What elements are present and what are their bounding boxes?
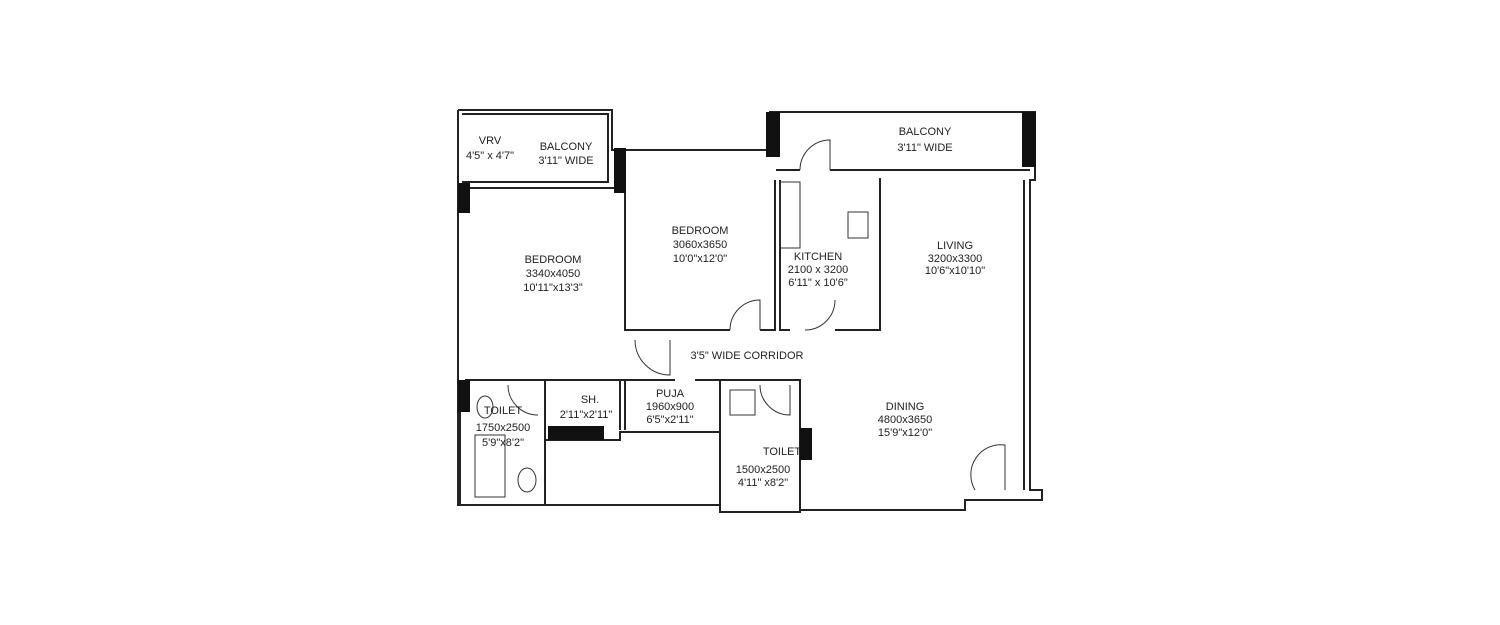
toilet-1-label: TOILET: [484, 405, 523, 417]
living-label: LIVING: [937, 240, 973, 252]
balcony-left-size: 3'11" WIDE: [538, 155, 593, 167]
dining-metric: 4800x3650: [878, 414, 932, 426]
toilet-2-label: TOILET: [763, 446, 802, 458]
corridor-label: 3'5" WIDE CORRIDOR: [691, 350, 804, 362]
columns: [458, 112, 1036, 460]
balcony-left-label: BALCONY: [540, 141, 593, 153]
kitchen-metric: 2100 x 3200: [788, 264, 849, 276]
vrv-label: VRV: [479, 135, 502, 147]
shower-label: SH.: [581, 394, 599, 406]
toilet-1-imperial: 5'9"x8'2": [482, 437, 524, 449]
puja-metric: 1960x900: [646, 401, 694, 413]
bedroom-2-metric: 3060x3650: [673, 239, 727, 251]
kitchen-imperial: 6'11" x 10'6": [788, 277, 848, 289]
bedroom-2-imperial: 10'0"x12'0": [673, 253, 727, 265]
walls: [457, 109, 1043, 513]
toilet-2-metric: 1500x2500: [736, 464, 790, 476]
balcony-right-label: BALCONY: [899, 126, 952, 138]
living-imperial: 10'6"x10'10": [925, 265, 985, 277]
kitchen-label: KITCHEN: [794, 251, 842, 263]
bedroom-2-label: BEDROOM: [672, 225, 729, 237]
bedroom-1-metric: 3340x4050: [526, 268, 580, 280]
balcony-right-size: 3'11" WIDE: [897, 142, 952, 154]
shower-size: 2'11"x2'11": [560, 409, 613, 421]
dining-label: DINING: [886, 401, 925, 413]
puja-label: PUJA: [656, 388, 685, 400]
toilet-1-metric: 1750x2500: [476, 422, 530, 434]
toilet-2-imperial: 4'11" x8'2": [738, 477, 788, 489]
dining-imperial: 15'9"x12'0": [878, 427, 932, 439]
puja-imperial: 6'5"x2'11": [646, 414, 693, 426]
vrv-size: 4'5" x 4'7": [466, 150, 514, 162]
bedroom-1-imperial: 10'11"x13'3": [523, 282, 583, 294]
living-metric: 3200x3300: [928, 253, 982, 265]
bedroom-1-label: BEDROOM: [525, 254, 582, 266]
